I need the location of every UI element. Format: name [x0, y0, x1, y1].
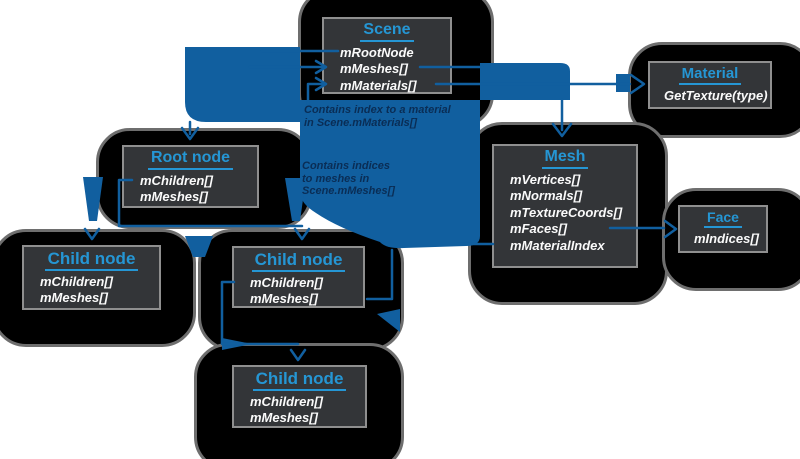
childnode3-node: Child node mChildren[] mMeshes[]: [232, 365, 367, 428]
scene-node-title: Scene: [360, 21, 414, 42]
mesh-indices-annotation: Contains indices to meshes in Scene.mMes…: [302, 160, 395, 198]
scene-member-mmaterials: mMaterials[]: [340, 77, 417, 93]
childnode1-node-title: Child node: [44, 250, 139, 271]
childnode2-node-title: Child node: [251, 251, 346, 272]
mesh-member-mfaces: mFaces[]: [510, 221, 568, 237]
annotation-line: Contains indices: [302, 160, 391, 172]
childnode1-node: Child node mChildren[] mMeshes[]: [22, 245, 161, 310]
annotation-line: Contains index to a material: [304, 104, 451, 116]
material-member-gettexture: GetTexture(type): [664, 87, 768, 103]
childnode3-member-mchildren: mChildren[]: [250, 393, 323, 409]
material-node: Material GetTexture(type): [648, 61, 772, 109]
childnode2-node: Child node mChildren[] mMeshes[]: [232, 246, 365, 308]
rootnode-node: Root node mChildren[] mMeshes[]: [122, 145, 259, 208]
face-member-mindices: mIndices[]: [694, 230, 760, 246]
annotation-line: Scene.mMeshes[]: [302, 185, 395, 197]
mesh-member-mvertices: mVertices[]: [510, 171, 581, 187]
material-index-annotation: Contains index to a material in Scene.mM…: [304, 104, 451, 129]
scene-node: Scene mRootNode mMeshes[] mMaterials[]: [322, 17, 452, 94]
scene-member-mmeshes: mMeshes[]: [340, 61, 408, 77]
childnode2-member-mmeshes: mMeshes[]: [250, 291, 318, 307]
mesh-member-mtexturecoords: mTextureCoords[]: [510, 204, 623, 220]
face-node-title: Face: [704, 210, 742, 228]
material-node-title: Material: [678, 66, 742, 85]
childnode1-member-mmeshes: mMeshes[]: [40, 290, 108, 306]
rootnode-node-title: Root node: [147, 149, 234, 170]
annotation-line: in Scene.mMaterials[]: [304, 116, 418, 129]
annotation-line: to meshes in: [302, 172, 370, 185]
mesh-member-mnormals: mNormals[]: [510, 188, 583, 204]
childnode3-member-mmeshes: mMeshes[]: [250, 410, 318, 426]
childnode1-member-mchildren: mChildren[]: [40, 273, 113, 289]
mesh-member-mmaterialindex: mMaterialIndex: [510, 237, 605, 253]
childnode2-member-mchildren: mChildren[]: [250, 274, 323, 290]
rootnode-member-mmeshes: mMeshes[]: [140, 189, 208, 205]
mesh-node: Mesh mVertices[] mNormals[] mTextureCoor…: [492, 144, 638, 268]
scene-member-mrootnode: mRootNode: [340, 44, 414, 60]
rootnode-member-mchildren: mChildren[]: [140, 172, 213, 188]
face-node: Face mIndices[]: [678, 205, 768, 253]
mesh-node-title: Mesh: [541, 148, 589, 169]
childnode3-node-title: Child node: [252, 370, 347, 391]
